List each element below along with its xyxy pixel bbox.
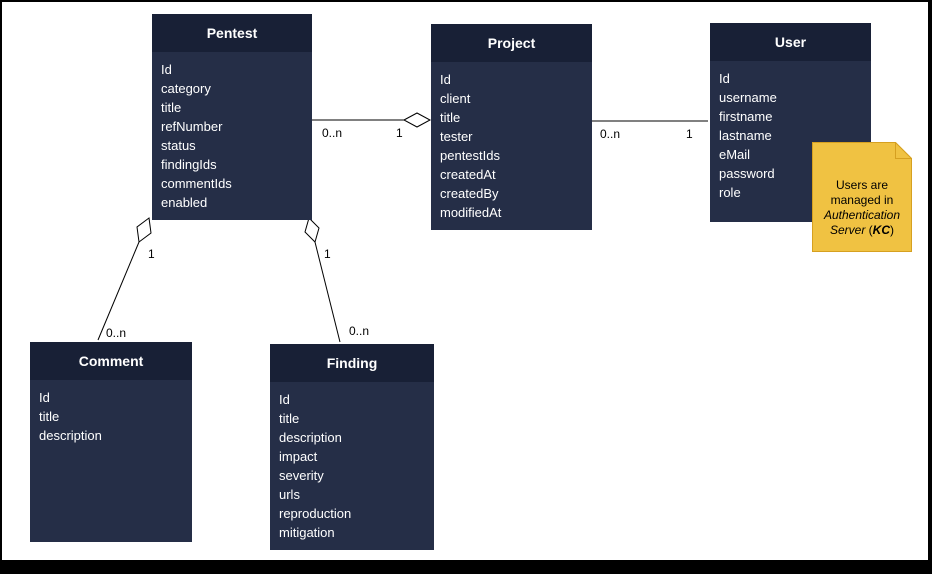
entity-field: title	[440, 110, 461, 125]
entity-field: eMail	[719, 147, 751, 162]
sticky-note[interactable]: Users are managed in Authentication Serv…	[812, 142, 912, 252]
entity-field: title	[39, 409, 60, 424]
entity-field: createdBy	[440, 186, 499, 201]
multiplicity-project-user-target: 1	[686, 127, 693, 141]
entity-finding-title: Finding	[270, 344, 434, 382]
aggregation-diamond-comment	[136, 217, 152, 243]
entity-field: title	[279, 411, 300, 426]
entity-finding-fields: Id title description impact severity urls repr…	[270, 382, 434, 550]
entity-field: findingIds	[161, 157, 217, 172]
entity-pentest[interactable]: Pentest Id category title refNumber status fi…	[152, 14, 312, 220]
multiplicity-project-user-source: 0..n	[600, 127, 621, 141]
multiplicity-pentest-comment-source: 1	[148, 247, 155, 261]
entity-field: role	[719, 185, 741, 200]
note-text-italic: Authentication Server	[823, 208, 901, 237]
sticky-note-text: Users are managed in Authentication Serv…	[812, 178, 912, 238]
entity-field: Id	[39, 390, 50, 405]
multiplicity-pentest-project-target: 1	[396, 126, 403, 140]
entity-field: lastname	[719, 128, 772, 143]
entity-project-fields: Id client title tester pentestIds createdAt cr…	[431, 62, 592, 230]
entity-field: category	[161, 81, 211, 96]
entity-field: username	[719, 90, 777, 105]
entity-field: mitigation	[279, 525, 335, 540]
entity-field: enabled	[161, 195, 208, 210]
entity-field: pentestIds	[440, 148, 500, 163]
multiplicity-pentest-comment-target: 0..n	[106, 326, 127, 340]
multiplicity-pentest-finding-source: 1	[324, 247, 331, 261]
entity-finding[interactable]: Finding Id title description impact severity…	[270, 344, 434, 550]
entity-field: Id	[440, 72, 451, 87]
entity-field: commentIds	[161, 176, 232, 191]
entity-field: severity	[279, 468, 324, 483]
entity-field: tester	[440, 129, 473, 144]
entity-field: description	[279, 430, 342, 445]
multiplicity-pentest-finding-target: 0..n	[349, 324, 370, 338]
entity-project[interactable]: Project Id client title tester pentestIds cre…	[431, 24, 592, 230]
entity-field: reproduction	[279, 506, 352, 521]
entity-field: password	[719, 166, 775, 181]
entity-pentest-title: Pentest	[152, 14, 312, 52]
note-fold-corner	[895, 142, 912, 159]
connector-pentest-comment[interactable]	[97, 217, 152, 341]
entity-field: title	[161, 100, 182, 115]
entity-field: firstname	[719, 109, 773, 124]
aggregation-diamond-finding	[304, 217, 320, 243]
connector-pentest-finding[interactable]	[304, 217, 341, 343]
aggregation-diamond-project	[402, 112, 432, 128]
entity-field: refNumber	[161, 119, 223, 134]
entity-project-title: Project	[431, 24, 592, 62]
entity-pentest-fields: Id category title refNumber status findingIds…	[152, 52, 312, 220]
entity-field: createdAt	[440, 167, 496, 182]
note-text-kc: (KC)	[868, 223, 895, 237]
entity-field: modifiedAt	[440, 205, 502, 220]
entity-comment-fields: Id title description	[30, 380, 192, 542]
entity-user-title: User	[710, 23, 871, 61]
entity-field: impact	[279, 449, 318, 464]
connector-pentest-project[interactable]	[310, 112, 432, 128]
entity-field: Id	[719, 71, 730, 86]
entity-comment[interactable]: Comment Id title description	[30, 342, 192, 542]
entity-field: description	[39, 428, 102, 443]
multiplicity-pentest-project-source: 0..n	[322, 126, 343, 140]
entity-field: Id	[161, 62, 172, 77]
entity-field: urls	[279, 487, 300, 502]
note-text-plain: Users are managed in	[830, 178, 894, 207]
entity-field: Id	[279, 392, 290, 407]
entity-field: status	[161, 138, 196, 153]
sticky-note-shape	[812, 142, 912, 252]
entity-field: client	[440, 91, 471, 106]
entity-comment-title: Comment	[30, 342, 192, 380]
